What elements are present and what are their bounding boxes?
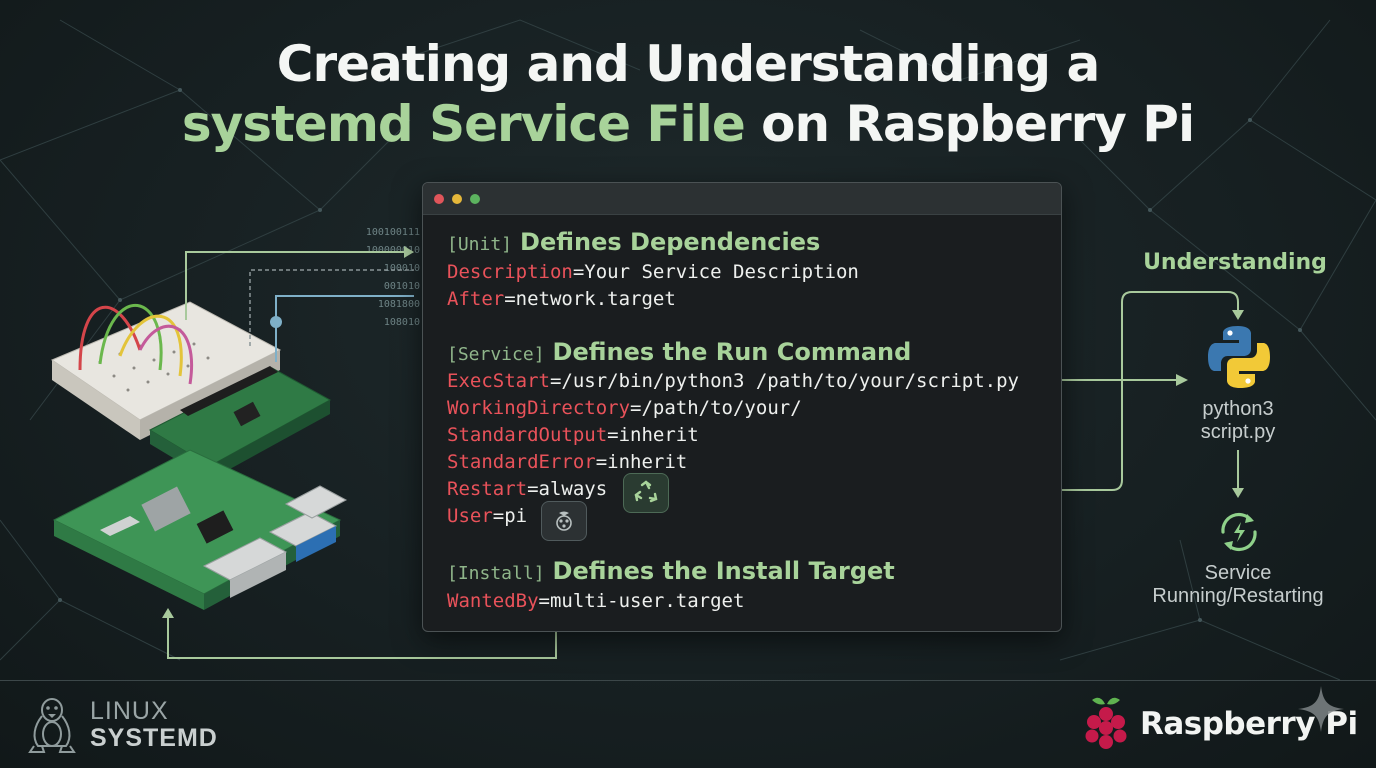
section-title: Defines the Run Command bbox=[552, 338, 912, 366]
raspberry-pi-board-illustration bbox=[50, 301, 348, 610]
linux-systemd-logo: LINUX SYSTEMD bbox=[90, 698, 218, 752]
binary-line: 1081800 bbox=[377, 299, 420, 310]
section-title: Defines Dependencies bbox=[520, 228, 821, 256]
title-rest: on Raspberry Pi bbox=[744, 95, 1195, 153]
binary-stream: 100100111 100000010 100010 001010 108180… bbox=[340, 224, 420, 332]
restart-arrows-icon bbox=[1221, 512, 1257, 552]
minimize-window-dot[interactable] bbox=[452, 194, 462, 204]
page-title: Creating and Understanding a systemd Ser… bbox=[0, 34, 1376, 154]
code-line: After=network.target bbox=[447, 288, 676, 310]
footer-divider bbox=[0, 680, 1376, 681]
section-label: [Service] bbox=[447, 344, 545, 365]
status-line-2: Running/Restarting bbox=[1152, 585, 1324, 607]
binary-line: 001010 bbox=[383, 281, 420, 292]
linux-text: LINUX bbox=[90, 697, 169, 725]
raspberry-icon bbox=[541, 501, 587, 541]
section-title: Defines the Install Target bbox=[552, 557, 895, 585]
process-line-1: python3 bbox=[1202, 398, 1274, 420]
binary-line: 108010 bbox=[383, 317, 420, 328]
process-label: python3 script.py bbox=[1168, 398, 1308, 444]
code-line: StandardError=inherit bbox=[447, 451, 688, 473]
code-line: User=pi bbox=[447, 505, 528, 527]
binary-line: 100100111 bbox=[365, 227, 420, 238]
binary-line: 100010 bbox=[383, 263, 420, 274]
code-line: StandardOutput=inherit bbox=[447, 424, 699, 446]
unit-section-header: [Unit] Defines Dependencies bbox=[447, 229, 820, 255]
status-line-1: Service bbox=[1204, 562, 1272, 584]
status-label: Service Running/Restarting bbox=[1138, 562, 1338, 608]
recycle-icon bbox=[623, 473, 669, 513]
title-highlight: systemd Service File bbox=[181, 95, 746, 153]
code-line: WantedBy=multi-user.target bbox=[447, 590, 745, 612]
raspberry-pi-logo bbox=[1085, 697, 1127, 749]
maximize-window-dot[interactable] bbox=[470, 194, 480, 204]
systemd-text: SYSTEMD bbox=[90, 724, 218, 752]
flow-heading: Understanding bbox=[1143, 250, 1327, 275]
title-line-2: systemd Service File on Raspberry Pi bbox=[0, 94, 1376, 154]
process-line-2: script.py bbox=[1200, 421, 1276, 443]
section-label: [Install] bbox=[447, 563, 545, 584]
close-window-dot[interactable] bbox=[434, 194, 444, 204]
code-line: WorkingDirectory=/path/to/your/ bbox=[447, 397, 802, 419]
binary-line: 100000010 bbox=[365, 245, 420, 256]
window-titlebar bbox=[423, 183, 1061, 215]
service-file-window: [Unit] Defines Dependencies Description=Y… bbox=[422, 182, 1062, 632]
service-section-header: [Service] Defines the Run Command bbox=[447, 339, 911, 365]
title-line-1: Creating and Understanding a bbox=[276, 35, 1100, 93]
tux-penguin-icon bbox=[28, 698, 76, 753]
sparkle-icon bbox=[1298, 686, 1344, 732]
code-line: ExecStart=/usr/bin/python3 /path/to/your… bbox=[447, 370, 1019, 392]
code-line: Restart=always bbox=[447, 478, 608, 500]
install-section-header: [Install] Defines the Install Target bbox=[447, 558, 895, 584]
python-icon bbox=[1208, 326, 1270, 388]
code-line: Description=Your Service Description bbox=[447, 261, 859, 283]
section-label: [Unit] bbox=[447, 234, 513, 255]
